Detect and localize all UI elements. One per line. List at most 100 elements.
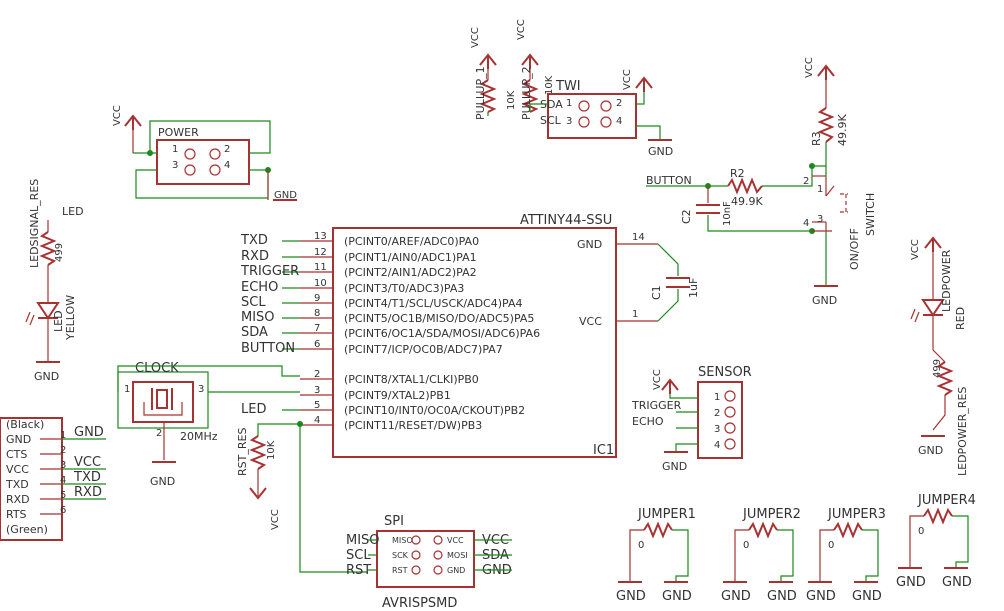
spi-left-label: MISO <box>346 533 380 548</box>
svg-text:1: 1 <box>172 144 178 155</box>
ftdi-pin-label: RXD <box>6 493 30 506</box>
svg-text:2: 2 <box>156 428 162 439</box>
jumper-name: JUMPER3 <box>827 507 886 522</box>
jumper-gnd-right: GND <box>662 589 692 604</box>
c1-name: C1 <box>650 285 663 300</box>
ftdi-pin-number: 4 <box>60 475 66 486</box>
ic1-pin-function: (PCINT2/AIN1/ADC2)PA2 <box>344 266 477 279</box>
switch-button-label: BUTTON <box>646 174 692 187</box>
sensor-vcc: VCC <box>652 369 663 390</box>
led-signal: LEDSIGNAL_RES LED 499 LED YELLOW GND <box>25 179 84 383</box>
svg-text:4: 4 <box>224 160 230 171</box>
ic1-pin-function: (PCINT10/INT0/OC0A/CKOUT)PB2 <box>344 404 525 417</box>
ledpower-res-val: 499 <box>932 359 943 378</box>
pullup1-vcc: VCC <box>470 27 481 48</box>
ic1-pin-function: (PCINT7/ICP/OC0B/ADC7)PA7 <box>344 343 503 356</box>
svg-text:4: 4 <box>803 218 809 229</box>
c1-value: 1uF <box>687 278 700 298</box>
ic1-net-label: SCL <box>241 295 266 310</box>
ftdi-pin-number: 5 <box>60 490 66 501</box>
svg-text:3: 3 <box>172 160 178 171</box>
ic1-gnd-label: GND <box>577 238 602 251</box>
r3-name: R3 <box>810 131 823 146</box>
svg-text:3: 3 <box>714 424 720 435</box>
ledpower-gnd: GND <box>918 444 943 457</box>
rst-name: RST_RES <box>236 428 249 476</box>
spi-inner-right: VCC <box>447 536 464 545</box>
ftdi-pin-number: 6 <box>60 505 66 516</box>
svg-text:2: 2 <box>616 98 622 109</box>
spi-inner-right: GND <box>447 566 465 575</box>
r3-val: 49.9K <box>836 114 849 146</box>
ftdi-pin-label: (Black) <box>6 418 44 431</box>
ic1-pin-function: (PCINT8/XTAL1/CLKI)PB0 <box>344 373 479 386</box>
power-vcc-label: VCC <box>112 105 123 126</box>
sensor-label: SENSOR <box>698 365 752 380</box>
c2-name: C2 <box>680 209 693 224</box>
led-signal-res-name: LEDSIGNAL_RES <box>28 179 41 268</box>
spi-title: SPI <box>384 514 404 529</box>
svg-text:1: 1 <box>817 184 823 195</box>
twi-label: TWI <box>555 79 581 94</box>
r2-name: R2 <box>730 167 745 180</box>
spi-name: AVRISPSMD <box>382 596 457 611</box>
led-signal-color: YELLOW <box>64 295 77 341</box>
svg-text:1: 1 <box>566 98 572 109</box>
jumper-gnd-right: GND <box>942 575 972 590</box>
ledpower-color: RED <box>954 307 967 330</box>
svg-text:1: 1 <box>714 392 720 403</box>
ic1-net-label: TRIGGER <box>240 264 299 279</box>
ic1-pin-number: 5 <box>314 400 320 411</box>
ic1-net-label: LED <box>241 402 266 417</box>
ic1-pin-function: (PCINT1/AIN0/ADC1)PA1 <box>344 251 477 264</box>
pullup2-vcc: VCC <box>516 19 527 40</box>
switch-label-1: ON/OFF <box>848 228 861 270</box>
ic1-pin-number: 4 <box>314 415 320 426</box>
pullup1-name: PULLUP_1 <box>474 66 487 120</box>
svg-text:4: 4 <box>616 116 622 127</box>
ledpower-name: LEDPOWER <box>940 249 953 312</box>
power-gnd-label: GND <box>274 190 297 201</box>
spi-inner-left: SCK <box>392 551 409 560</box>
ic1-pin-function: (PCINT11/RESET/DW)PB3 <box>344 419 482 432</box>
ftdi-pin-label: CTS <box>6 448 27 461</box>
svg-text:1: 1 <box>124 384 130 395</box>
clock-label: CLOCK <box>135 361 179 376</box>
led-signal-res-val: 499 <box>54 243 65 262</box>
jumper-name: JUMPER4 <box>917 493 976 508</box>
pullup2-name: PULLUP_2 <box>520 66 533 120</box>
ftdi-pin-label: TXD <box>5 478 29 491</box>
ic1-pin-number: 10 <box>314 278 327 289</box>
sensor-trigger: TRIGGER <box>631 399 682 412</box>
ftdi-pin-number: 2 <box>60 445 66 456</box>
ic1-pin-number: 13 <box>314 231 327 242</box>
clock-freq: 20MHz <box>180 430 218 443</box>
ic1-body <box>332 227 617 458</box>
ic1-pin-number: 3 <box>314 385 320 396</box>
ic1-pin-number: 9 <box>314 293 320 304</box>
twi-header: VCC PULLUP_1 10K VCC PULLUP_2 10K TWI SD… <box>470 19 673 158</box>
led-signal-gnd: GND <box>34 370 59 383</box>
ic1-gnd-pin: 14 <box>632 232 645 243</box>
svg-text:4: 4 <box>714 440 720 451</box>
ic1-net-label: SDA <box>241 325 268 340</box>
ic1-vcc-label: VCC <box>579 315 602 328</box>
ic1-pin-number: 2 <box>314 369 320 380</box>
r2-val: 49.9K <box>731 195 763 208</box>
ic1-pin-function: (PCINT9/XTAL2)PB1 <box>344 389 451 402</box>
ic1-pin-number: 8 <box>314 308 320 319</box>
ftdi-net-label: RXD <box>74 485 102 500</box>
jumper-value: 0 <box>743 540 749 551</box>
sensor-echo: ECHO <box>632 415 664 428</box>
jumper-gnd-right: GND <box>852 589 882 604</box>
ic1-pin-number: 11 <box>314 262 327 273</box>
svg-text:2: 2 <box>224 144 230 155</box>
cap-c1: C1 1uF <box>650 243 700 322</box>
spi-inner-left: RST <box>392 566 408 575</box>
